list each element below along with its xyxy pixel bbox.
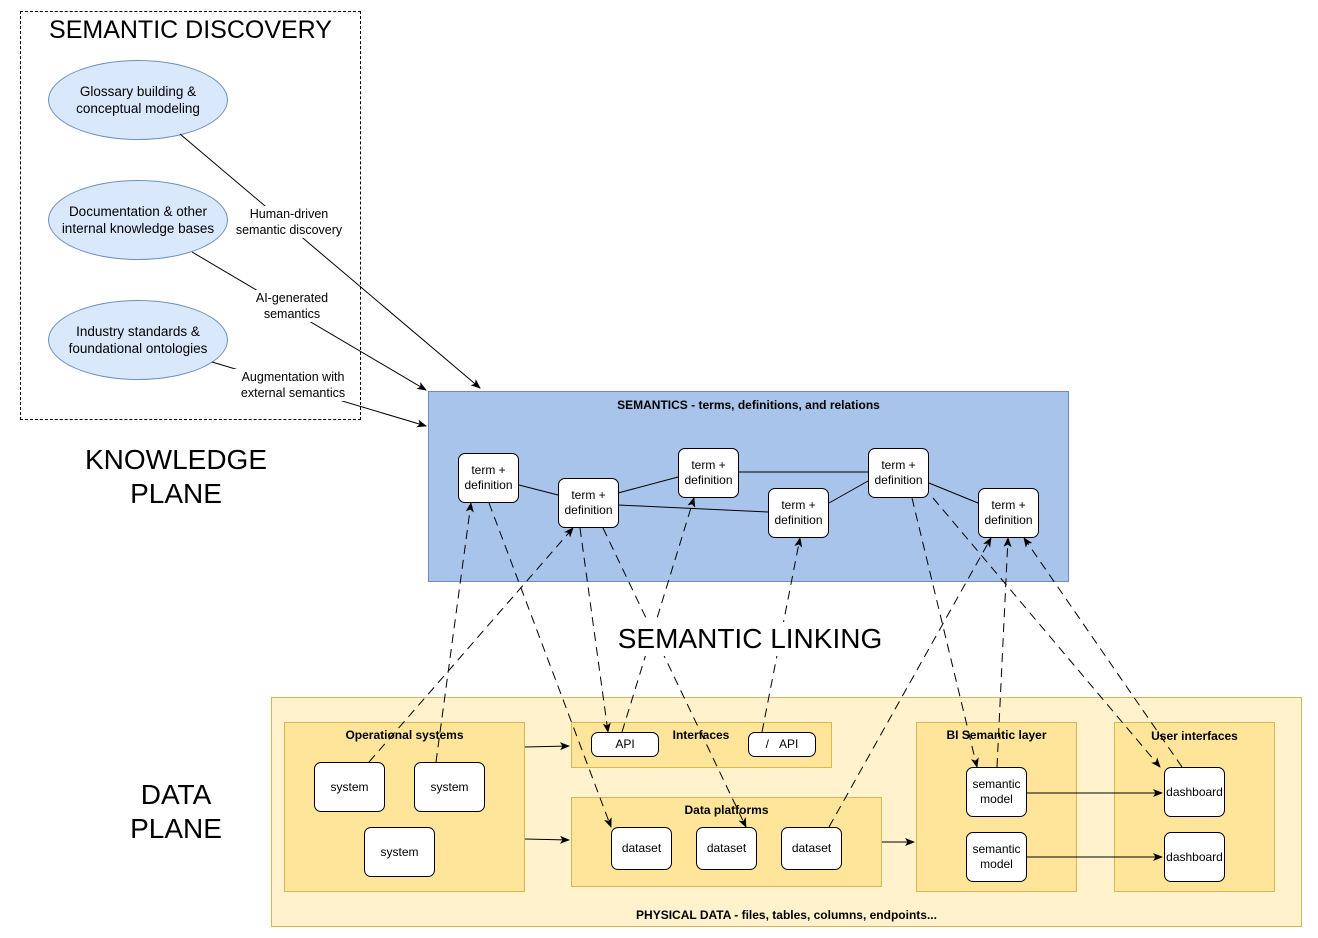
source-documentation-line2: internal knowledge bases	[61, 221, 215, 236]
source-glossary-line1: Glossary building &	[79, 84, 197, 99]
knowledge-plane-label-line2: PLANE	[130, 478, 222, 509]
semantic-model-line2: model	[980, 857, 1013, 871]
term-node: term +definition	[978, 488, 1039, 538]
edge-label-augmentation-line1: Augmentation with	[241, 370, 345, 384]
source-glossary-node: Glossary building & conceptual modeling	[48, 60, 228, 140]
link-dataset-term6	[828, 537, 992, 828]
dataset-node: dataset	[611, 827, 672, 870]
link-dashboard-term6	[1023, 537, 1183, 768]
term-line1: term +	[471, 463, 506, 477]
data-platforms-title: Data platforms	[684, 803, 769, 817]
term-line1: term +	[691, 458, 726, 472]
term-line2: definition	[774, 513, 823, 527]
link-term5-dashboard	[932, 497, 1161, 768]
term-line1: term +	[881, 458, 916, 472]
link-term5-semantic-model	[911, 497, 979, 768]
source-standards-node: Industry standards & foundational ontolo…	[48, 300, 228, 380]
term-line2: definition	[984, 513, 1033, 527]
dashboard-node: dashboard	[1164, 832, 1225, 882]
semantic-discovery-title: SEMANTIC DISCOVERY	[49, 16, 332, 44]
source-standards-line1: Industry standards &	[76, 324, 200, 339]
edge-human-driven	[179, 133, 481, 389]
edge-label-human-driven-line2: semantic discovery	[235, 223, 343, 237]
relation-t5-t6	[928, 482, 979, 504]
relation-t1-t2	[518, 484, 559, 496]
link-term2-api	[579, 527, 611, 733]
relation-t4-t5	[828, 480, 869, 504]
term-line2: definition	[464, 478, 513, 492]
relation-t2-t4	[617, 504, 769, 513]
term-line1: term +	[571, 488, 606, 502]
link-term2-dataset	[602, 527, 747, 828]
api-slash: /	[765, 737, 769, 751]
term-line1: term +	[991, 498, 1026, 512]
term-node: term +definition	[868, 448, 929, 498]
knowledge-plane-label: KNOWLEDGE PLANE	[60, 443, 292, 511]
edge-label-ai-generated-line2: semantics	[263, 307, 321, 321]
link-semantic-model-term6	[996, 537, 1012, 768]
semantics-title: SEMANTICS - terms, definitions, and rela…	[617, 398, 880, 412]
interfaces-title: Interfaces	[672, 728, 730, 742]
system-node: system	[414, 762, 485, 812]
edge-label-ai-generated-line1: AI-generated	[255, 291, 329, 305]
dashboard-node: dashboard	[1164, 767, 1225, 817]
edge-label-augmentation: Augmentation with external semantics	[234, 369, 352, 401]
data-plane-label: DATA PLANE	[60, 778, 292, 846]
relation-t2-t3	[617, 476, 679, 494]
term-line2: definition	[564, 503, 613, 517]
source-documentation-line1: Documentation & other	[68, 204, 208, 219]
knowledge-plane-label-line1: KNOWLEDGE	[84, 444, 268, 475]
term-line2: definition	[874, 473, 923, 487]
dataset-node: dataset	[781, 827, 842, 870]
semantic-model-line2: model	[980, 792, 1013, 806]
source-documentation-node: Documentation & other internal knowledge…	[48, 180, 228, 260]
term-node: term +definition	[768, 488, 829, 538]
source-standards-line2: foundational ontologies	[68, 341, 208, 356]
api-node: API	[591, 732, 659, 757]
edge-label-augmentation-line2: external semantics	[240, 386, 346, 400]
source-glossary-line2: conceptual modeling	[76, 101, 200, 116]
link-api-term3	[621, 497, 696, 733]
api-label: API	[779, 737, 799, 751]
term-line2: definition	[684, 473, 733, 487]
term-node: term +definition	[558, 478, 619, 528]
link-system-term1	[435, 502, 474, 763]
operational-systems-title: Operational systems	[345, 728, 464, 742]
semantics-container	[428, 391, 1069, 582]
system-node: system	[314, 762, 385, 812]
user-interfaces-title: User interfaces	[1151, 729, 1238, 743]
link-term1-dataset	[488, 502, 612, 828]
dataset-node: dataset	[696, 827, 757, 870]
edge-label-human-driven-line1: Human-driven	[249, 207, 329, 221]
bi-semantic-layer-title: BI Semantic layer	[946, 728, 1047, 742]
term-node: term +definition	[678, 448, 739, 498]
term-node: term +definition	[458, 453, 519, 503]
link-system-term2	[368, 527, 574, 763]
flow-operational-interfaces	[524, 742, 570, 751]
semantic-linking-label: SEMANTIC LINKING	[604, 622, 896, 656]
edge-label-ai-generated: AI-generated semantics	[249, 290, 335, 322]
api-node: / API	[748, 732, 816, 757]
system-node: system	[364, 827, 435, 877]
data-plane-label-line2: PLANE	[130, 813, 222, 844]
physical-data-title: PHYSICAL DATA - files, tables, columns, …	[636, 908, 937, 922]
data-plane-label-line1: DATA	[140, 779, 212, 810]
semantic-discovery-container	[20, 11, 361, 420]
edge-label-human-driven: Human-driven semantic discovery	[232, 206, 346, 238]
term-line1: term +	[781, 498, 816, 512]
semantic-model-line1: semantic	[972, 777, 1021, 791]
semantic-model-line1: semantic	[972, 842, 1021, 856]
flow-operational-platforms	[524, 835, 570, 844]
